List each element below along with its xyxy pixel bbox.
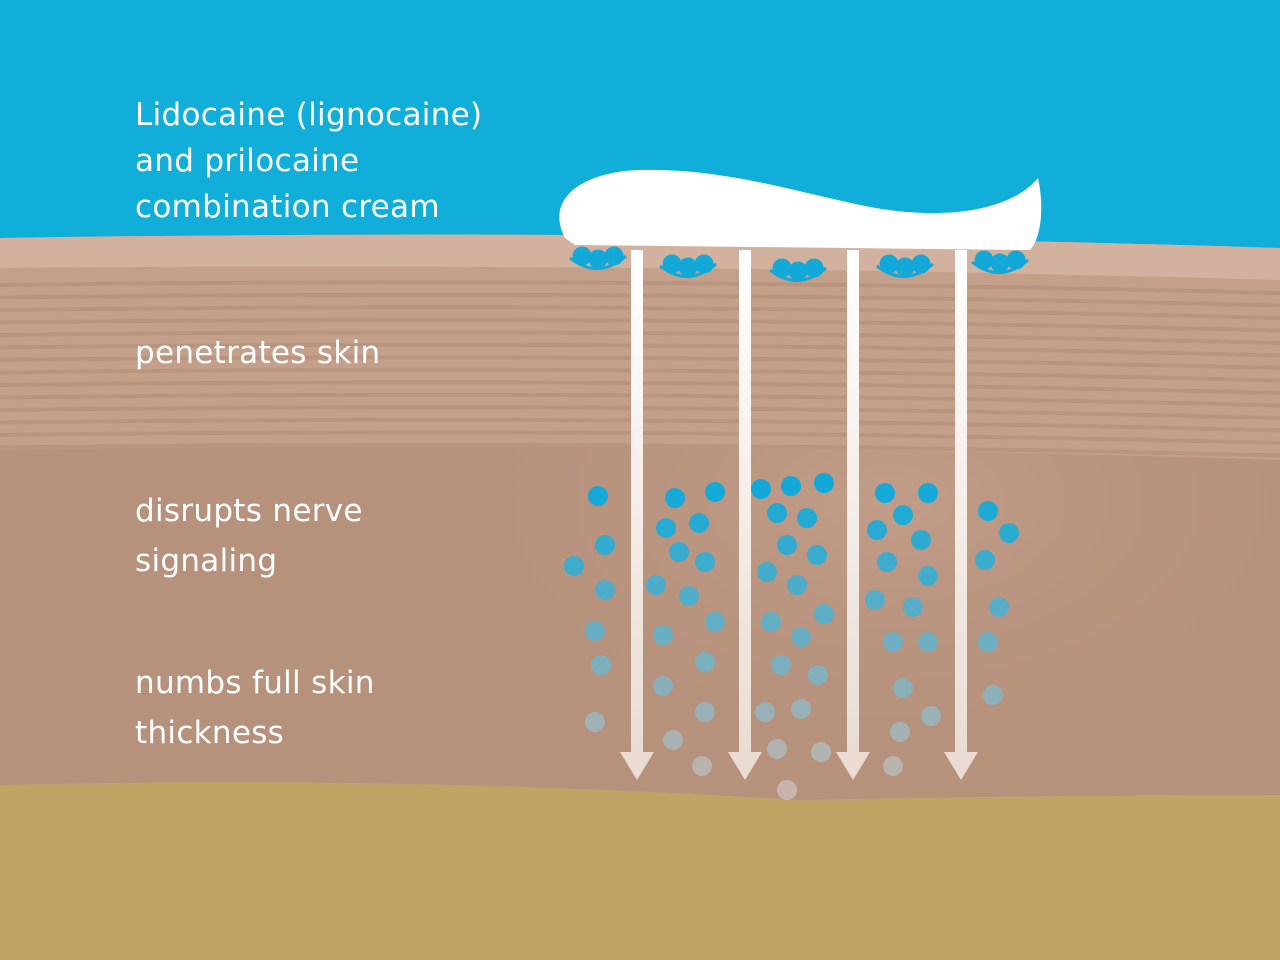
arrow-head — [728, 752, 762, 780]
molecule — [679, 586, 699, 606]
molecule — [797, 508, 817, 528]
molecule — [990, 253, 1010, 273]
molecule — [564, 556, 584, 576]
molecule — [695, 652, 715, 672]
molecule — [804, 258, 824, 278]
step-disrupts-nerve-signaling: disrupts nerve signaling — [135, 493, 363, 579]
molecule — [978, 632, 998, 652]
molecule — [656, 518, 676, 538]
molecule — [777, 780, 797, 800]
molecule — [918, 566, 938, 586]
molecule — [989, 597, 1009, 617]
arrow-shaft — [631, 250, 643, 755]
molecule — [883, 632, 903, 652]
molecule — [999, 523, 1019, 543]
molecule — [695, 552, 715, 572]
molecule — [883, 756, 903, 776]
molecule — [669, 542, 689, 562]
molecule — [772, 258, 792, 278]
molecule — [811, 742, 831, 762]
molecule — [665, 488, 685, 508]
molecule — [918, 483, 938, 503]
molecule — [1006, 250, 1026, 270]
molecule — [761, 612, 781, 632]
step-numbs-full-skin: numbs full skin thickness — [135, 665, 375, 751]
molecule — [588, 486, 608, 506]
subcutaneous-layer — [0, 782, 1280, 960]
molecule — [689, 513, 709, 533]
molecule — [879, 254, 899, 274]
molecule — [921, 706, 941, 726]
molecule — [604, 246, 624, 266]
molecule — [585, 621, 605, 641]
molecule — [893, 678, 913, 698]
molecule — [911, 254, 931, 274]
molecule — [867, 520, 887, 540]
arrow-head — [836, 752, 870, 780]
molecule — [777, 535, 797, 555]
step-penetrates-skin: penetrates skin — [135, 335, 381, 371]
molecule — [788, 261, 808, 281]
arrow-head — [620, 752, 654, 780]
arrow-shaft — [847, 250, 859, 755]
molecule — [875, 483, 895, 503]
title-label: Lidocaine (lignocaine) and prilocaine co… — [135, 97, 483, 225]
molecule — [865, 590, 885, 610]
arrow-shaft — [739, 250, 751, 755]
molecule — [771, 655, 791, 675]
molecule — [911, 530, 931, 550]
molecule — [918, 632, 938, 652]
molecule — [662, 254, 682, 274]
molecule — [767, 739, 787, 759]
molecule — [890, 722, 910, 742]
molecule — [751, 479, 771, 499]
molecule — [781, 476, 801, 496]
molecule — [653, 676, 673, 696]
molecule — [591, 655, 611, 675]
molecule — [705, 482, 725, 502]
molecule — [978, 501, 998, 521]
molecule — [663, 730, 683, 750]
molecule — [975, 550, 995, 570]
molecule — [692, 756, 712, 776]
molecule — [572, 246, 592, 266]
molecule — [595, 580, 615, 600]
surface-molecules — [569, 246, 1029, 282]
molecule — [893, 505, 913, 525]
molecule — [787, 575, 807, 595]
molecule — [646, 575, 666, 595]
molecule — [678, 257, 698, 277]
molecule — [767, 503, 787, 523]
molecule — [585, 712, 605, 732]
molecule — [695, 702, 715, 722]
molecule — [757, 562, 777, 582]
arrow-shaft — [955, 250, 967, 755]
molecule — [694, 254, 714, 274]
molecule — [814, 604, 834, 624]
molecule — [903, 597, 923, 617]
molecule — [895, 257, 915, 277]
molecule — [808, 665, 828, 685]
molecule — [974, 250, 994, 270]
molecule — [755, 702, 775, 722]
molecule — [595, 535, 615, 555]
molecule — [877, 552, 897, 572]
arrow-head — [944, 752, 978, 780]
molecule — [791, 699, 811, 719]
diffusing-molecules — [564, 473, 1019, 800]
molecule — [814, 473, 834, 493]
molecule — [807, 545, 827, 565]
molecule — [983, 685, 1003, 705]
penetration-arrows — [620, 250, 978, 780]
molecule — [588, 249, 608, 269]
molecule — [705, 612, 725, 632]
cream-blob — [559, 169, 1042, 250]
molecule — [791, 627, 811, 647]
molecule — [653, 625, 673, 645]
